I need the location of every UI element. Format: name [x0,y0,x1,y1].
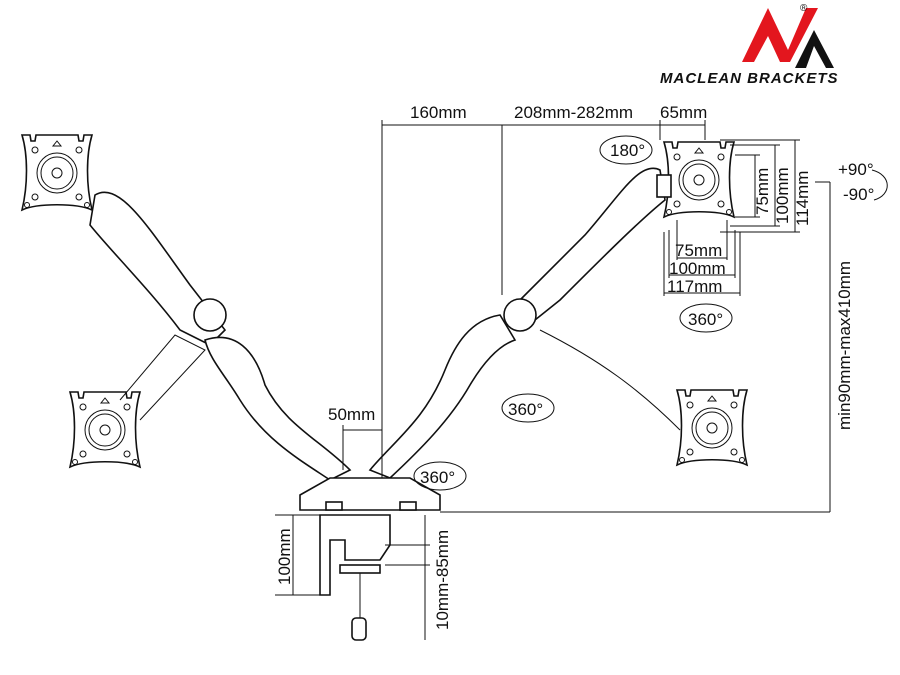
clamp-plate [339,564,381,574]
left-upper-plate [21,134,93,211]
label-v-100mm: 100mm [773,167,792,224]
rotation-arcs [413,135,888,491]
label-v-75mm: 75mm [753,168,772,215]
right-upper-plate [663,141,735,218]
label-360-base: 360° [420,468,455,487]
label-h-117mm: 117mm [667,277,722,296]
logo-a-mark [795,30,834,68]
label-160mm: 160mm [410,103,467,122]
label-360-plate: 360° [688,310,723,329]
desk-clamp [299,477,441,641]
label-plus-90: +90° [838,160,874,179]
rotation-arc-elbow [501,393,555,423]
label-clamp-100mm: 100mm [275,528,294,585]
rotation-arc-plate [679,303,733,333]
label-h-75mm: 75mm [675,241,722,260]
left-lower-plate [69,391,141,468]
rotation-arc-base [413,461,467,491]
dimension-labels: 160mm 208mm-282mm 65mm 50mm 180° +90° -9… [275,103,874,630]
label-v-114mm: 114mm [793,171,812,226]
label-65mm: 65mm [660,103,707,122]
right-elbow-joint [503,298,537,332]
maclean-logo: ® MACLEAN BRACKETS [660,3,839,87]
label-50mm: 50mm [328,405,375,424]
left-lower-arm-ghost [119,334,206,421]
right-lower-arm-ghost [539,329,681,431]
rotation-arc-tilt [871,169,888,201]
rotation-arc-180 [599,135,653,165]
left-arm [21,134,352,481]
left-elbow-joint [193,298,227,332]
right-upper-arm [518,167,666,322]
clamp-knob [351,617,367,641]
label-h-100mm: 100mm [669,259,726,278]
right-lower-arm [368,314,517,479]
registered-mark: ® [800,3,808,14]
label-minus-90: -90° [843,185,874,204]
left-lower-arm [204,336,352,481]
right-tilt-joint [656,174,672,198]
base-body [299,477,441,511]
label-360-elbow: 360° [508,400,543,419]
clamp-frame [319,514,391,596]
label-height-range: min90mm-max410mm [835,261,854,430]
label-208-282mm: 208mm-282mm [514,103,633,122]
logo-m-mark [742,8,818,62]
label-180: 180° [610,141,645,160]
right-arm [368,141,748,479]
label-clamp-range: 10mm-85mm [433,530,452,630]
dimension-lines [275,120,831,640]
right-lower-plate [676,389,748,466]
brand-name: MACLEAN BRACKETS [660,70,839,87]
